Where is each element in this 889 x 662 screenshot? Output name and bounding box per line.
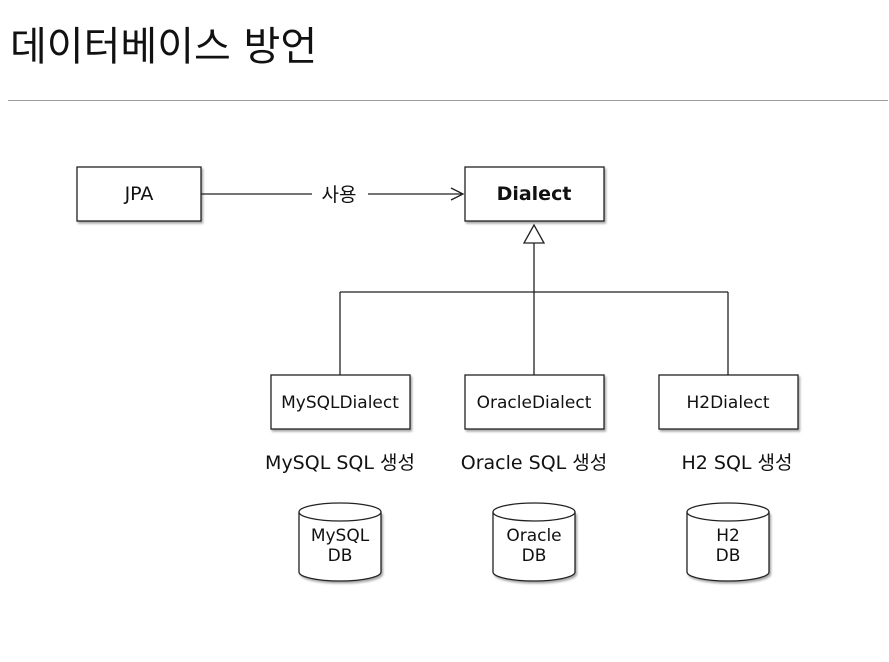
mysql-db-icon: MySQL DB: [298, 502, 382, 582]
uses-edge: 사용: [201, 184, 465, 206]
mysql-db-line1: MySQL: [311, 526, 370, 546]
oracle-dialect-node: OracleDialect: [464, 374, 605, 430]
oracle-caption: Oracle SQL 생성: [461, 452, 607, 474]
mysql-dialect-node: MySQLDialect: [270, 374, 411, 430]
h2-dialect-label: H2Dialect: [686, 393, 769, 413]
arrowhead-icon: [450, 187, 465, 201]
h2-db-icon: H2 DB: [686, 502, 770, 582]
title-divider: [8, 100, 888, 101]
inheritance-edges: [339, 223, 729, 375]
h2-dialect-node: H2Dialect: [658, 374, 799, 430]
jpa-node: JPA: [76, 166, 202, 222]
h2-db-line1: H2: [716, 526, 740, 546]
h2-db-line2: DB: [716, 546, 741, 566]
mysql-dialect-label: MySQLDialect: [281, 393, 399, 413]
oracle-dialect-label: OracleDialect: [477, 393, 592, 413]
oracle-db-icon: Oracle DB: [492, 502, 576, 582]
mysql-db-line2: DB: [328, 546, 353, 566]
oracle-db-line1: Oracle: [506, 526, 561, 546]
jpa-label: JPA: [124, 183, 154, 205]
mysql-caption: MySQL SQL 생성: [265, 452, 415, 474]
inheritance-triangle-icon: [522, 223, 546, 244]
page-title: 데이터베이스 방언: [10, 24, 318, 70]
uses-edge-label: 사용: [322, 184, 357, 206]
oracle-db-line2: DB: [522, 546, 547, 566]
h2-caption: H2 SQL 생성: [681, 452, 792, 474]
dialect-node: Dialect: [464, 166, 605, 222]
dialect-label: Dialect: [497, 183, 572, 205]
